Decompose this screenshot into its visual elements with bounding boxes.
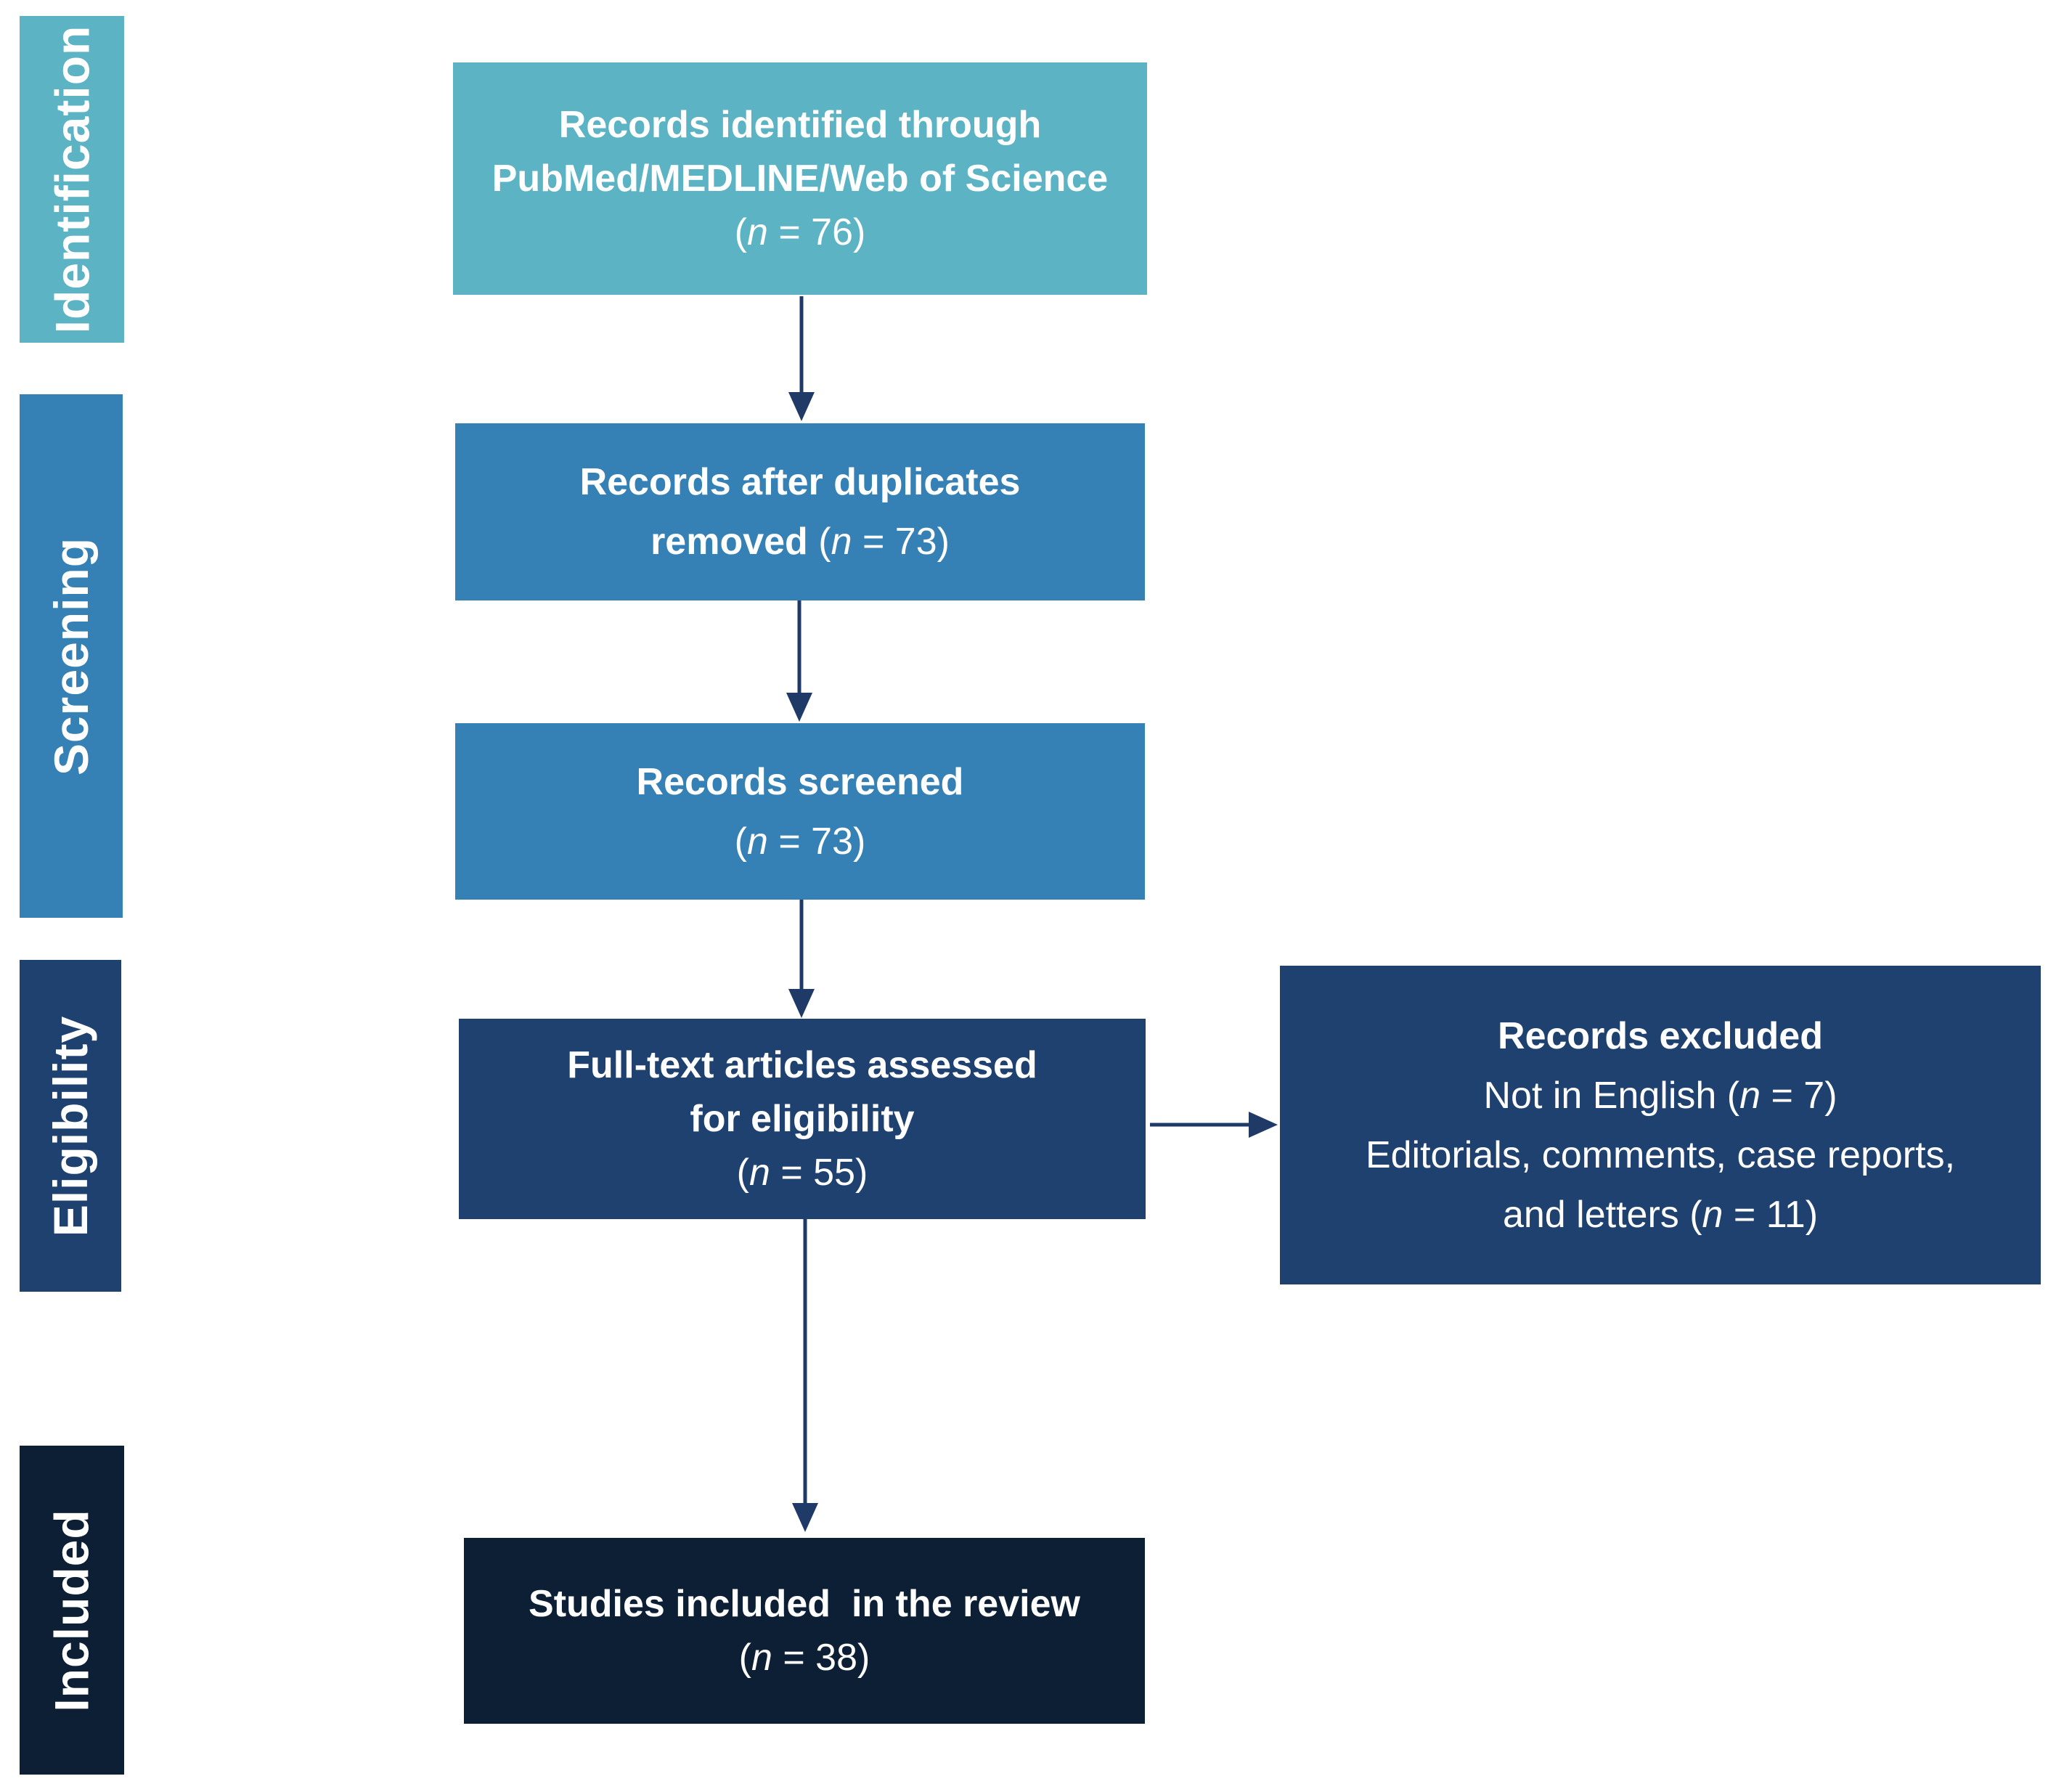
box-records-after-duplicates: Records after duplicates removed (n = 73…: [455, 423, 1145, 600]
stage-identification: Identification: [20, 16, 124, 343]
box-records-screened-count: (n = 73): [734, 820, 866, 863]
box-records-after-duplicates-line1: Records after duplicates: [579, 461, 1021, 503]
arrow-fulltext-to-included: [792, 1219, 818, 1532]
box-records-screened-line1: Records screened: [636, 760, 964, 803]
box-records-excluded: Records excluded Not in English (n = 7) …: [1280, 966, 2041, 1284]
stage-included: Included: [20, 1446, 124, 1775]
box-records-identified-line1: Records identified through: [558, 104, 1042, 146]
box-records-screened: Records screened (n = 73): [455, 723, 1145, 900]
box-studies-included: Studies included in the review (n = 38): [464, 1538, 1145, 1724]
stage-screening: Screening: [20, 394, 123, 918]
box-records-excluded-reason2a: Editorials, comments, case reports,: [1365, 1133, 1956, 1176]
stage-eligibility: Eligibility: [20, 960, 121, 1292]
box-fulltext-assessed: Full-text articles assessed for eligibil…: [459, 1019, 1146, 1219]
box-studies-included-line1: Studies included in the review: [529, 1583, 1080, 1625]
arrow-fulltext-to-excluded: [1150, 1112, 1278, 1138]
box-records-identified-line2: PubMed/MEDLINE/Web of Science: [491, 158, 1109, 200]
box-records-excluded-title: Records excluded: [1498, 1014, 1823, 1057]
box-fulltext-assessed-line1: Full-text articles assessed: [567, 1044, 1037, 1086]
arrow-screened-to-fulltext: [788, 900, 815, 1018]
box-records-identified-count: (n = 76): [734, 211, 866, 253]
box-studies-included-count: (n = 38): [738, 1637, 870, 1679]
box-records-after-duplicates-line2: removed (n = 73): [650, 521, 950, 563]
arrow-identified-to-duplicates: [788, 296, 815, 421]
box-fulltext-assessed-line2: for eligibility: [690, 1098, 915, 1140]
box-fulltext-assessed-count: (n = 55): [736, 1152, 868, 1194]
arrow-duplicates-to-screened: [786, 600, 812, 722]
box-records-excluded-reason2b: and letters (n = 11): [1502, 1193, 1819, 1236]
box-records-excluded-reason1: Not in English (n = 7): [1483, 1074, 1837, 1117]
box-records-identified: Records identified through PubMed/MEDLIN…: [453, 62, 1147, 295]
